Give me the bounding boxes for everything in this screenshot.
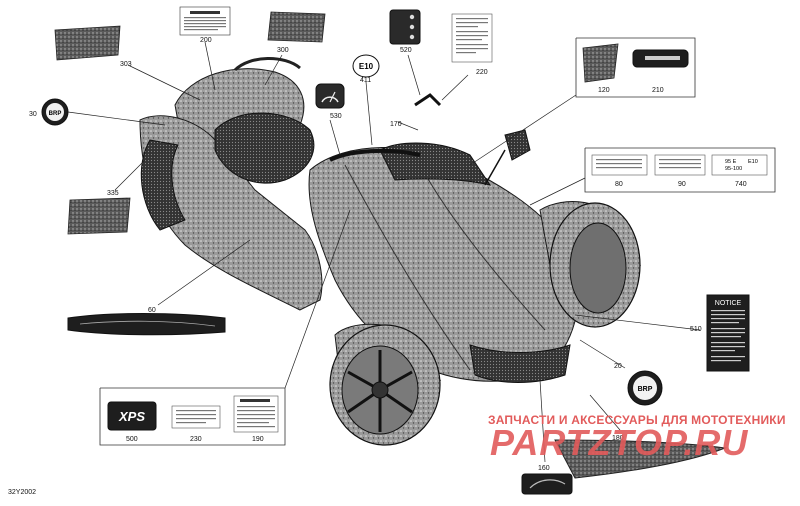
callout-120: 120: [598, 87, 610, 94]
vehicle-illustration: [139, 57, 641, 446]
fuel-bot-text: E10: [748, 159, 758, 165]
warning-label-220: [451, 13, 493, 63]
fuel-label-740: [711, 154, 768, 176]
fuel-top-text: 95 E: [725, 159, 737, 165]
xps-decal-500: [107, 401, 157, 431]
notice-label-title: NOTICE: [715, 300, 742, 307]
seat: [214, 112, 315, 184]
handlebar: [329, 148, 421, 162]
fuel-label-e10-text: E10: [359, 62, 374, 71]
callout-530: 530: [330, 113, 342, 120]
gauge-decal-530: [315, 83, 345, 109]
decal-300: [267, 11, 326, 43]
callout-520: 520: [400, 47, 412, 54]
switch-decal-520: [389, 9, 421, 45]
callout-numbers: 200 300 303 30 335 60 411 530 520 220 17…: [29, 37, 747, 472]
rear-rack: [233, 57, 301, 72]
callout-303: 303: [120, 61, 132, 68]
callout-220: 220: [476, 69, 488, 76]
callout-90: 90: [678, 181, 686, 188]
callout-510: 510: [690, 326, 702, 333]
brp-badge-30-text: BRP: [49, 111, 62, 117]
callout-200: 200: [200, 37, 212, 44]
detail-box-500-230-190: [99, 387, 286, 446]
detail-box-120-210: [575, 37, 696, 98]
callout-160: 160: [538, 465, 550, 472]
callout-180: 180: [612, 435, 624, 442]
decal-strip-60: [67, 313, 226, 336]
callout-411: 411: [360, 77, 371, 84]
detail-box-80-90-740: [584, 147, 776, 193]
callout-230: 230: [190, 436, 202, 443]
label-230: [171, 405, 221, 429]
callout-740: 740: [735, 181, 747, 188]
xps-decal-text: XPS: [118, 409, 145, 424]
decal-120: [582, 43, 619, 83]
callout-60: 60: [148, 307, 156, 314]
decal-strip-180: [554, 439, 727, 479]
decal-335: [67, 197, 131, 235]
leader-lines: [67, 41, 701, 463]
decal-160: [521, 473, 573, 495]
watermark-tagline: ЗАПЧАСТИ И АКСЕССУАРЫ ДЛЯ МОТОТЕХНИКИ: [488, 413, 786, 427]
label-80: [591, 154, 648, 176]
label-90: [654, 154, 706, 176]
callout-30: 30: [29, 111, 37, 118]
watermark-logo: PARTZTOP.RU: [490, 422, 749, 463]
callout-80: 80: [615, 181, 623, 188]
decal-303: [54, 25, 121, 61]
brp-badge-20-text: BRP: [638, 386, 653, 393]
callout-210: 210: [652, 87, 664, 94]
callout-335: 335: [107, 190, 119, 197]
callout-20: 20: [614, 363, 622, 370]
callout-170: 170: [390, 121, 402, 128]
fuel-mid-text: 95-100: [725, 166, 742, 172]
callout-500: 500: [126, 436, 138, 443]
callout-300: 300: [277, 47, 289, 54]
callout-190: 190: [252, 436, 264, 443]
fuel-label-e10: [352, 54, 380, 78]
diagram-code: 32Y2002: [8, 489, 37, 496]
